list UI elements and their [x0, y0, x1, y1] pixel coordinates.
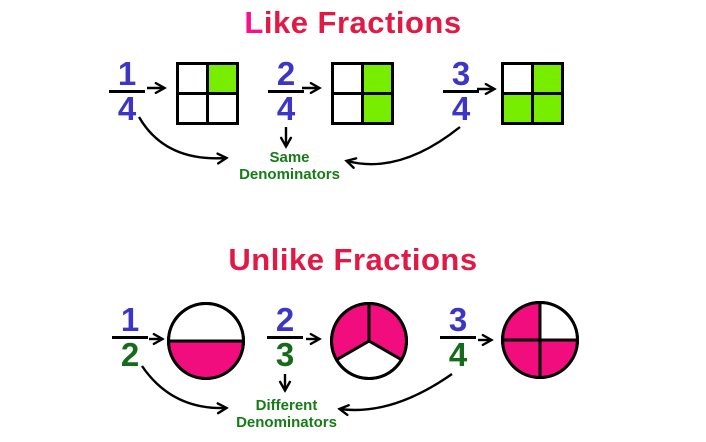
fraction-bar — [440, 336, 476, 339]
fraction-2-4: 2 4 — [264, 55, 308, 127]
fraction-1-4: 1 4 — [105, 55, 149, 127]
grid-cell — [334, 65, 361, 92]
pie-shape-2-3 — [327, 299, 411, 383]
pie-shape-3-4 — [498, 298, 582, 382]
title-rest-text: ike Fractions — [263, 5, 462, 40]
grid-cell — [209, 65, 236, 92]
title-accent-letter: L — [244, 5, 264, 40]
pie-outline — [501, 301, 579, 379]
denominator: 4 — [117, 90, 137, 127]
unlike-fractions-title: Unlike Fractions — [228, 242, 478, 277]
grid-shape-2-4 — [331, 62, 394, 125]
fraction-bar — [112, 336, 148, 339]
pie-shape-1-2 — [164, 299, 248, 383]
note-line-1: Same — [269, 149, 310, 166]
numerator: 3 — [451, 55, 471, 92]
numerator: 2 — [276, 55, 296, 92]
numerator: 2 — [275, 301, 295, 338]
fraction-3-4: 3 4 — [439, 55, 483, 127]
pie-sector — [167, 339, 245, 380]
same-denominators-label: Same Denominators — [217, 149, 362, 183]
fraction-bar — [268, 90, 304, 93]
note-line-2: Denominators — [236, 414, 337, 431]
grid-cell — [534, 95, 561, 122]
numerator: 1 — [117, 55, 137, 92]
grid-cell — [534, 65, 561, 92]
grid-cell — [364, 65, 391, 92]
numerator: 1 — [120, 301, 140, 338]
fraction-1-2: 1 2 — [108, 301, 152, 373]
grid-cell — [504, 95, 531, 122]
denominator: 2 — [120, 336, 140, 373]
like-fractions-title: Like Fractions — [0, 5, 706, 41]
denominator: 4 — [276, 90, 296, 127]
denominator: 4 — [448, 336, 468, 373]
grid-cell — [209, 95, 236, 122]
grid-cell — [334, 95, 361, 122]
numerator: 3 — [448, 301, 468, 338]
pie-sector — [167, 302, 245, 343]
grid-shape-1-4 — [176, 62, 239, 125]
denominator: 3 — [275, 336, 295, 373]
fraction-2-3: 2 3 — [263, 301, 307, 373]
fraction-bar — [443, 90, 479, 93]
grid-cell — [179, 65, 206, 92]
curved-arrow-top-right — [347, 126, 461, 164]
fraction-3-4-unlike: 3 4 — [436, 301, 480, 373]
fraction-bar — [109, 90, 145, 93]
grid-cell — [504, 65, 531, 92]
grid-cell — [179, 95, 206, 122]
note-line-1: Different — [255, 397, 318, 414]
fraction-bar — [267, 336, 303, 339]
different-denominators-label: Different Denominators — [214, 397, 359, 431]
grid-shape-3-4 — [501, 62, 564, 125]
note-line-2: Denominators — [239, 166, 340, 183]
grid-cell — [364, 95, 391, 122]
denominator: 4 — [451, 90, 471, 127]
